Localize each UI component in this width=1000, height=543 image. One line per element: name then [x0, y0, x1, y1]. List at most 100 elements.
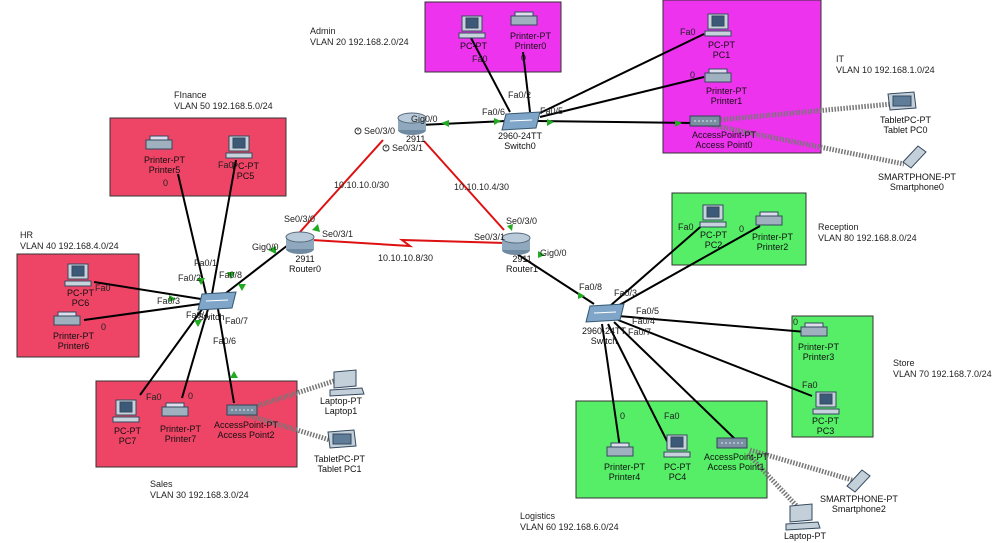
- router-icon[interactable]: [285, 231, 315, 254]
- endpoint-port-label: 0: [620, 411, 626, 421]
- printer-icon[interactable]: [145, 135, 173, 150]
- zone-it: [662, 0, 822, 154]
- pc-icon[interactable]: [64, 263, 92, 287]
- device-type: SMARTPHONE-PT: [820, 494, 898, 504]
- pc-icon[interactable]: [704, 13, 732, 37]
- device-name: Switch0: [504, 141, 536, 151]
- link-switchright-pc3[interactable]: [617, 319, 813, 397]
- link-switchright-pc4[interactable]: [607, 323, 669, 444]
- printer-icon[interactable]: [704, 68, 732, 83]
- clock-icon: [354, 127, 362, 135]
- endpoint-port-label: 0: [793, 317, 799, 327]
- device-type: 2911: [512, 254, 532, 264]
- pc-icon[interactable]: [458, 15, 486, 39]
- device-type: AccessPoint-PT: [704, 452, 769, 462]
- port-label: Gig0/0: [252, 242, 279, 252]
- link-switchleft-pc5[interactable]: [211, 159, 237, 295]
- router-icon[interactable]: [501, 232, 531, 255]
- link-switchleft-ap2[interactable]: [217, 308, 235, 404]
- link-switch0-printer1[interactable]: [539, 76, 705, 118]
- link-switchleft-printer6[interactable]: [83, 303, 201, 321]
- smartphone-icon[interactable]: [846, 469, 871, 493]
- port-marker: [197, 278, 205, 285]
- printer-icon[interactable]: [510, 11, 538, 26]
- port-label: Fa0/8: [579, 282, 603, 292]
- printer-icon[interactable]: [800, 322, 828, 337]
- tablet-icon[interactable]: [327, 429, 357, 449]
- port-marker: [547, 119, 554, 126]
- device-name: Printer4: [608, 472, 641, 482]
- device-type: TabletPC-PT: [880, 115, 932, 125]
- link-r0-switchleft[interactable]: [225, 244, 289, 294]
- serial-link-r2-r1[interactable]: [423, 140, 505, 231]
- printer-icon[interactable]: [755, 211, 783, 226]
- device-name: Printer0: [514, 41, 547, 51]
- zone-reception: [671, 192, 807, 266]
- link-switch0-printer0[interactable]: [522, 51, 531, 113]
- pc-icon[interactable]: [225, 135, 253, 159]
- endpoint-port-label: 0: [163, 178, 169, 188]
- laptop-icon[interactable]: [329, 369, 365, 397]
- device-type: PC-PT: [812, 416, 839, 426]
- pc-icon[interactable]: [812, 391, 840, 415]
- port-label: Gig0/0: [411, 114, 438, 124]
- device-name: PC7: [118, 436, 137, 446]
- link-switchleft-pc6[interactable]: [93, 281, 202, 300]
- link-r2-switch0[interactable]: [419, 120, 507, 126]
- link-switch0-ap0[interactable]: [535, 120, 693, 124]
- port-label: Fa0/5: [636, 306, 660, 316]
- link-switch0-pc0[interactable]: [469, 35, 511, 113]
- laptop-icon[interactable]: [785, 503, 821, 531]
- zone-name: Store: [893, 358, 915, 368]
- zone-name: Reception: [818, 222, 859, 232]
- link-switchleft-printer7[interactable]: [181, 308, 209, 399]
- link-switchleft-pc7[interactable]: [139, 307, 204, 396]
- ethernet-links: [83, 33, 813, 449]
- zone-admin: [424, 1, 562, 73]
- smartphone-icon[interactable]: [902, 145, 927, 169]
- access-point-icon[interactable]: [226, 404, 258, 416]
- zone-subnet: VLAN 50 192.168.5.0/24: [174, 101, 273, 111]
- pc-icon[interactable]: [112, 399, 140, 423]
- printer-icon[interactable]: [53, 311, 81, 326]
- zone-name: IT: [836, 54, 844, 64]
- tablet-icon[interactable]: [887, 91, 917, 111]
- link-switchright-ap1[interactable]: [613, 321, 737, 441]
- printer-icon[interactable]: [606, 442, 634, 457]
- link-switchright-printer2[interactable]: [613, 225, 761, 309]
- link-switch0-pc1[interactable]: [539, 33, 705, 114]
- printer-icon[interactable]: [161, 402, 189, 417]
- device-name: Access Point0: [695, 140, 753, 150]
- switch-icon[interactable]: [585, 303, 625, 323]
- serial-link-r0-r1[interactable]: [311, 238, 506, 248]
- link-switchright-printer4[interactable]: [601, 323, 621, 449]
- switch-icon[interactable]: [197, 291, 237, 311]
- link-switchleft-printer5[interactable]: [177, 173, 207, 295]
- device-name: Smartphone0: [889, 182, 944, 192]
- port-label: Fa0/3: [157, 296, 181, 306]
- serial-link-r2-r0[interactable]: [299, 139, 384, 233]
- pc-icon[interactable]: [699, 204, 727, 228]
- router-icon[interactable]: [397, 112, 427, 135]
- access-point-icons: [226, 115, 748, 449]
- pc-icon[interactable]: [663, 434, 691, 458]
- switch-icon[interactable]: [501, 111, 541, 131]
- access-point-icon[interactable]: [716, 437, 748, 449]
- device-name: Access Point1: [707, 462, 765, 472]
- access-point-icon[interactable]: [689, 115, 721, 127]
- link-switchright-pc2[interactable]: [609, 221, 707, 307]
- link-switchright-printer3[interactable]: [617, 315, 807, 333]
